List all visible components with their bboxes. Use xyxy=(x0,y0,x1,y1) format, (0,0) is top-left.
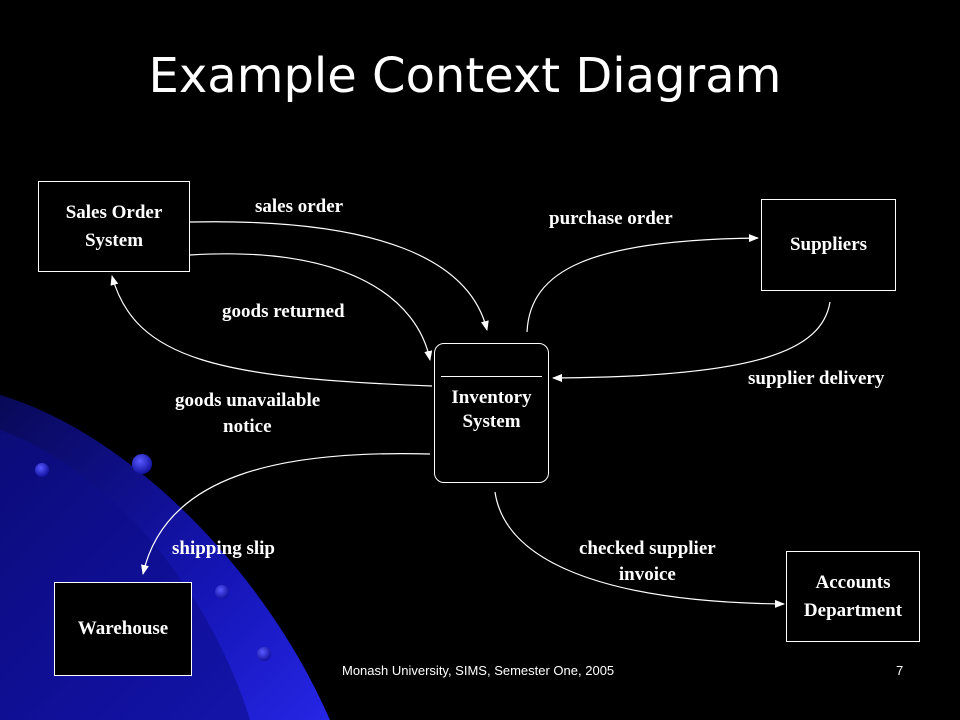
footer-text: Monash University, SIMS, Semester One, 2… xyxy=(342,663,615,678)
entity-label: Department xyxy=(803,599,903,621)
entity-accounts-department: Accounts Department xyxy=(786,551,920,642)
arrow-purchase-order xyxy=(526,234,759,333)
process-label: Inventory System xyxy=(435,386,548,434)
arrow-sales-order xyxy=(189,221,489,331)
flow-label-supplier-delivery: supplier delivery xyxy=(748,368,885,389)
entity-sales-order-system: Sales Order System xyxy=(38,181,190,272)
arrow-supplier-delivery xyxy=(552,301,831,382)
flow-label-line: notice xyxy=(223,416,272,437)
entity-warehouse: Warehouse xyxy=(54,582,192,676)
slide-title: Example Context Diagram xyxy=(148,48,782,104)
decor-dot xyxy=(35,463,49,477)
entity-suppliers: Suppliers xyxy=(761,199,896,291)
arrow-goods-unavailable xyxy=(110,275,433,387)
entity-label: System xyxy=(84,229,144,251)
page-number: 7 xyxy=(896,663,904,678)
flow-label-goods-unavailable: goods unavailable notice xyxy=(175,388,320,440)
entity-label: Warehouse xyxy=(77,618,169,639)
flow-label-line: checked supplier xyxy=(579,538,716,559)
process-inventory-system: Inventory System xyxy=(434,343,549,483)
arrow-checked-invoice xyxy=(494,491,785,608)
flow-label-shipping-slip: shipping slip xyxy=(172,538,275,559)
flow-label-goods-returned: goods returned xyxy=(222,301,345,322)
entity-label: Suppliers xyxy=(789,234,868,255)
flow-label-checked-invoice: checked supplier invoice xyxy=(579,536,716,588)
decor-dot xyxy=(257,647,271,661)
process-label-line: System xyxy=(462,411,521,432)
arrow-shipping-slip xyxy=(141,453,431,575)
decor-dot xyxy=(132,454,152,474)
entity-label: Accounts xyxy=(815,571,891,593)
flow-label-line: invoice xyxy=(618,564,676,585)
decor-dot xyxy=(215,585,229,599)
entity-label: Sales Order xyxy=(65,201,163,223)
flow-label-line: goods unavailable xyxy=(175,390,321,411)
process-divider xyxy=(441,376,542,377)
process-label-line: Inventory xyxy=(451,387,532,408)
arrow-goods-returned xyxy=(189,253,433,361)
flow-label-sales-order: sales order xyxy=(255,196,344,217)
flow-label-purchase-order: purchase order xyxy=(549,208,673,229)
